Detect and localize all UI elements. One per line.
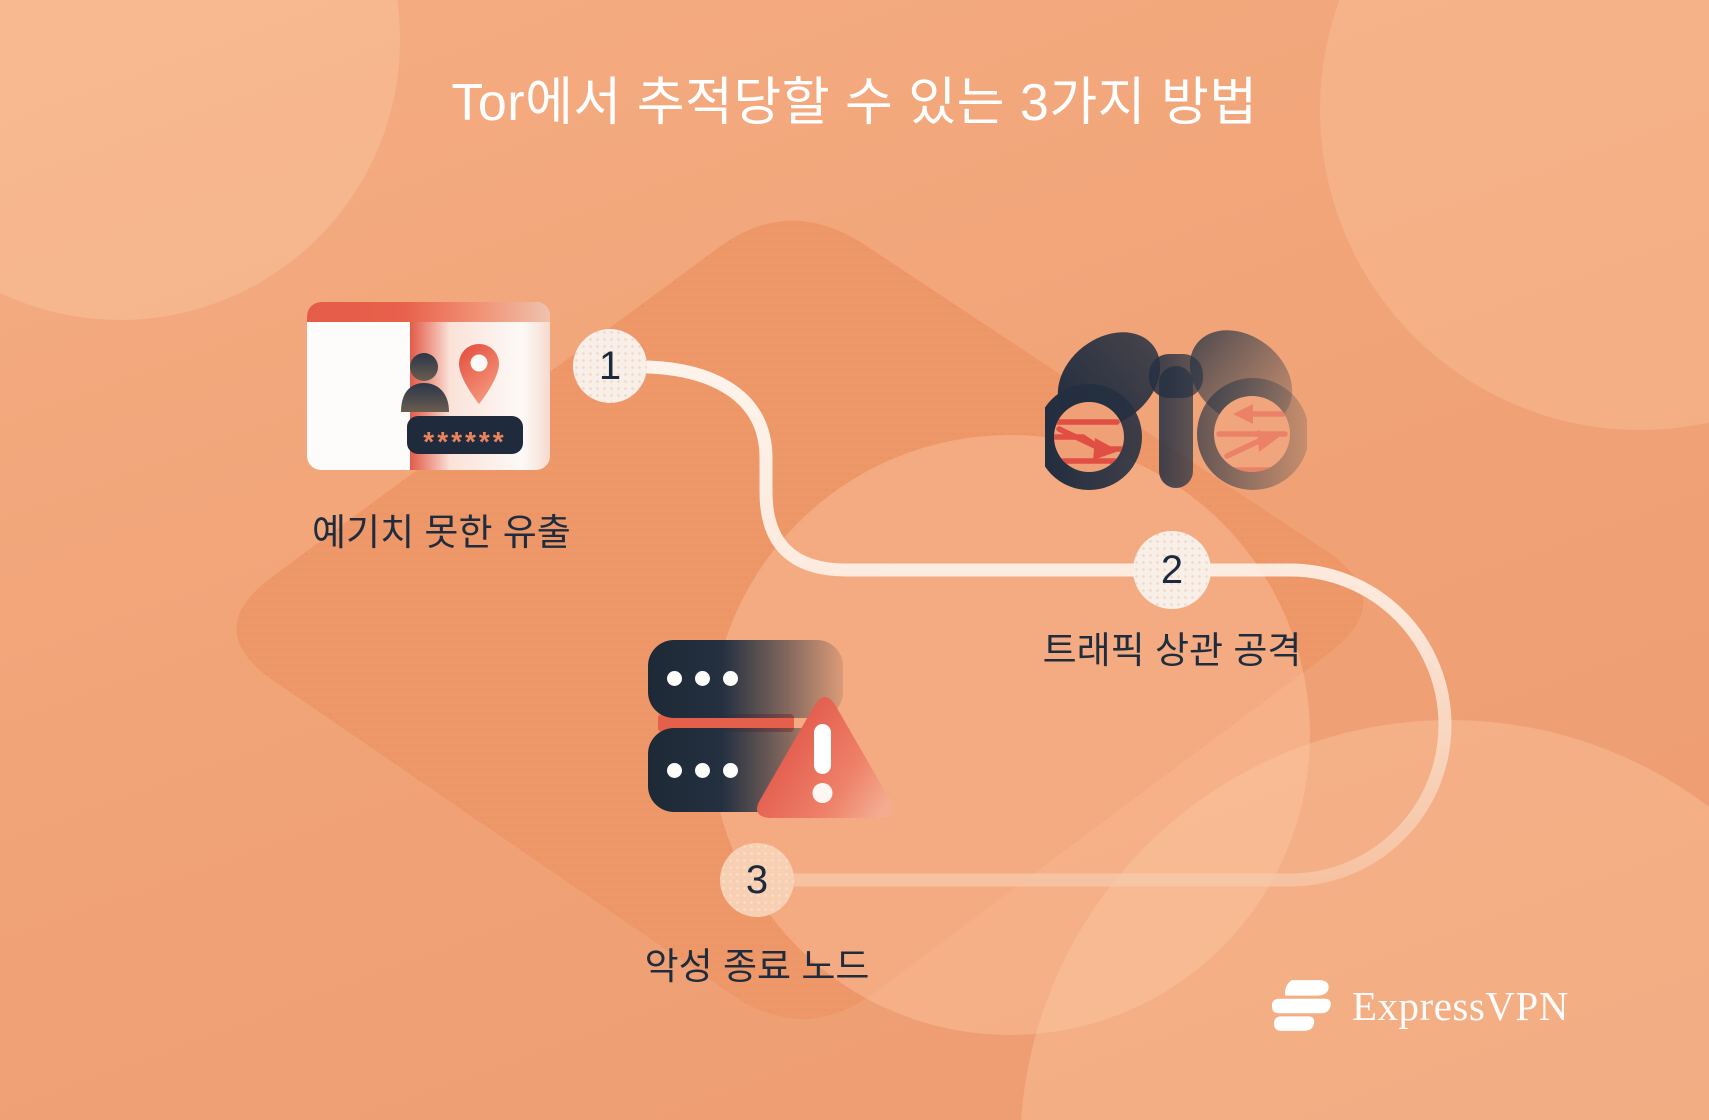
leaking-browser-window-icon: ******	[307, 302, 550, 470]
step-label-2: 트래픽 상관 공격	[1042, 630, 1302, 671]
step-badge-2: 2	[1133, 531, 1211, 609]
traffic-lines-left	[1054, 419, 1124, 464]
server-warning-icon	[648, 640, 908, 830]
warning-triangle-icon	[757, 697, 893, 818]
step-label-1: 예기치 못한 유출	[312, 512, 571, 553]
brand-name: ExpressVPN	[1352, 983, 1569, 1029]
expressvpn-mark-icon	[1271, 980, 1331, 1031]
server-led	[695, 763, 710, 778]
user-silhouette-icon	[401, 353, 449, 412]
step-number: 2	[1160, 547, 1184, 592]
password-field: ******	[407, 416, 523, 456]
server-led	[695, 671, 710, 686]
server-led	[667, 671, 682, 686]
step-number: 3	[745, 857, 769, 902]
step-number: 1	[598, 343, 622, 388]
server-connector-band	[658, 714, 794, 732]
step-badge-3: 3	[720, 843, 794, 917]
server-led	[723, 671, 738, 686]
server-led	[667, 763, 682, 778]
page-title: Tor에서 추적당할 수 있는 3가지 방법	[451, 74, 1258, 132]
step-label-3: 악성 종료 노드	[644, 946, 870, 987]
location-pin-icon	[459, 344, 499, 404]
step-badge-1: 1	[573, 329, 647, 403]
binoculars-traffic-icon	[1045, 330, 1307, 490]
server-led	[723, 763, 738, 778]
brand-logo: ExpressVPN	[1268, 978, 1569, 1034]
browser-titlebar	[307, 302, 550, 322]
card-edge-shade	[522, 322, 550, 470]
